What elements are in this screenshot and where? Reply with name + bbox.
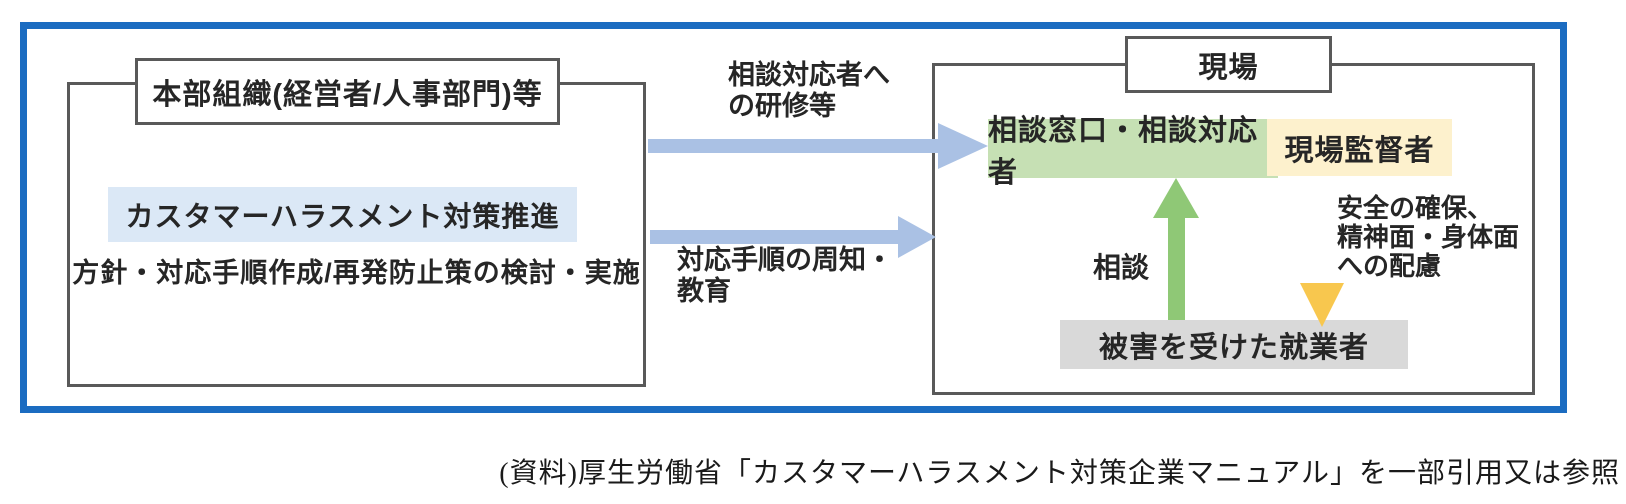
care-arrow-label: 安全の確保、 精神面・身体面 への配慮	[1337, 193, 1520, 281]
procedure-arrow-shaft	[650, 230, 900, 244]
training-arrow-shaft	[648, 139, 940, 153]
consult-arrow-head	[1153, 178, 1199, 218]
site-title: 現場	[1125, 36, 1332, 93]
training-arrow-label: 相談対応者へ の研修等	[728, 60, 890, 121]
policy-text: 方針・対応手順作成/再発防止策の検討・実施	[72, 258, 641, 288]
consult-desk-box: 相談窓口・相談対応者	[988, 115, 1278, 189]
site-box	[932, 63, 1535, 395]
care-arrow-head	[1300, 283, 1344, 327]
training-arrow-head	[938, 123, 988, 169]
victim-box: 被害を受けた就業者	[1060, 320, 1408, 369]
procedure-arrow-head	[898, 216, 936, 258]
source-caption: (資料)厚生労働省「カスタマーハラスメント対策企業マニュアル」を一部引用又は参照	[499, 458, 1620, 489]
promotion-highlight: カスタマーハラスメント対策推進	[108, 187, 577, 242]
consult-arrow-label: 相談	[1093, 252, 1150, 283]
procedure-arrow-label: 対応手順の周知・ 教育	[677, 245, 893, 306]
headquarters-title: 本部組織(経営者/人事部門)等	[135, 58, 560, 125]
consult-arrow-shaft	[1168, 212, 1185, 320]
supervisor-box: 現場監督者	[1267, 119, 1452, 176]
